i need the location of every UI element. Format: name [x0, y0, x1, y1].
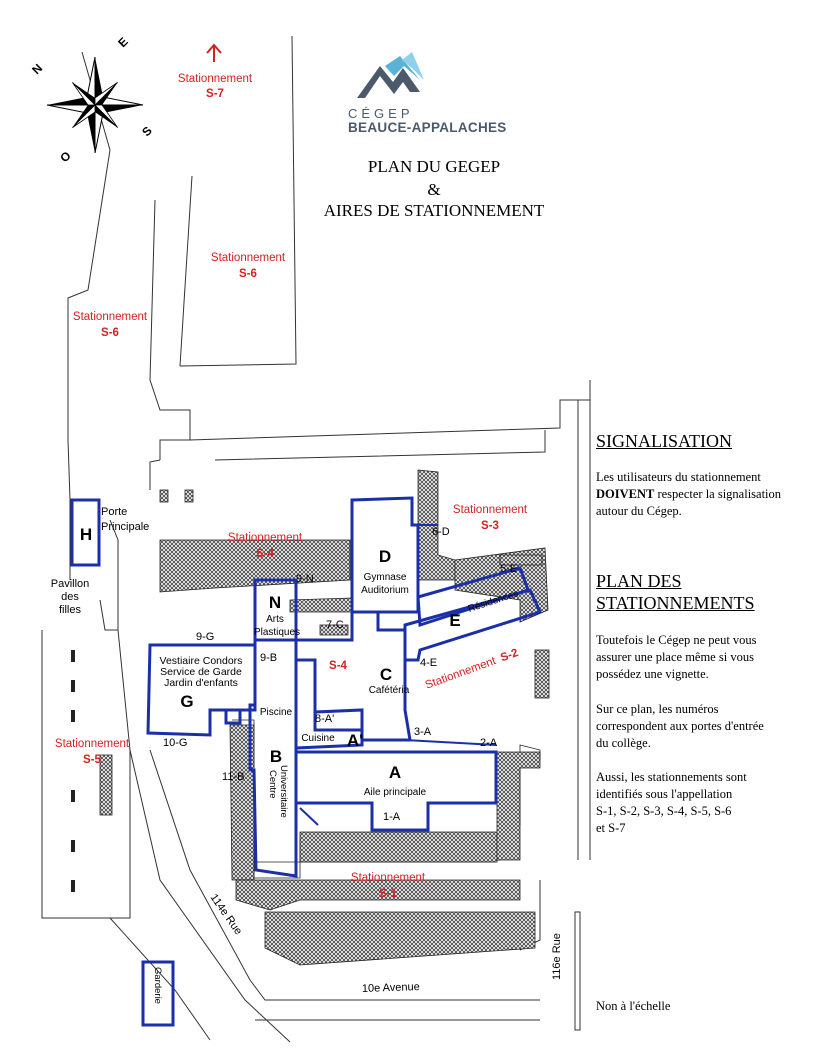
pavillon-label-2: des	[61, 591, 79, 603]
signalisation-doivent: DOIVENT	[596, 487, 655, 501]
parking-s1-name: Stationnement	[351, 872, 426, 884]
parking-s6b-code: S-6	[101, 327, 119, 339]
door-11b: 11-B	[222, 771, 244, 783]
signalisation-text: Les utilisateurs du stationnement DOIVEN…	[596, 469, 792, 520]
building-b-label: B	[270, 747, 282, 766]
corridors	[299, 524, 497, 826]
door-9n: 9-N	[296, 573, 314, 585]
compass-o: O	[57, 149, 74, 166]
building-a-label: A	[389, 763, 401, 782]
door-7c: 7-C	[326, 619, 344, 631]
door-5e: 5-E	[500, 563, 517, 575]
building-b	[248, 638, 298, 878]
parking-s6b-name: Stationnement	[73, 311, 148, 323]
door-6d: 6-D	[432, 526, 450, 538]
door-2a: 2-A	[480, 737, 498, 749]
plan-p3: Aussi, les stationnements sont identifié…	[596, 770, 747, 801]
parking-s4-name: Stationnement	[228, 532, 303, 544]
building-c-label: C	[380, 665, 392, 684]
compass-s: S	[139, 124, 155, 140]
parking-s5-code: S-5	[83, 754, 102, 766]
scale-note: Non à l'échelle	[596, 999, 671, 1013]
building-b-vert2: Universitaire	[278, 765, 289, 818]
compass-n: N	[29, 61, 45, 77]
plan-p1: Toutefois le Cégep ne peut vous assurer …	[596, 633, 757, 681]
signalisation-text-a: Les utilisateurs du stationnement	[596, 470, 761, 484]
door-labels: 6-D 7-C 9-N 9-G 9-B 5-E 4-E 8-A' 3-A 2-A…	[163, 526, 517, 823]
building-aprime-desc: Cuisine	[301, 733, 335, 744]
building-g-desc1: Vestiaire Condors	[160, 655, 243, 667]
parking-s3-code: S-3	[481, 520, 499, 532]
building-garderie	[141, 960, 175, 1027]
building-g-label: G	[180, 692, 193, 711]
buildings	[70, 496, 543, 1027]
plan-title-1: PLAN DES	[596, 571, 682, 591]
building-n-desc2: Plastiques	[254, 627, 300, 638]
map-title-line-2: &	[427, 180, 441, 199]
building-g-sq	[224, 708, 242, 725]
pavillon-label-3: filles	[59, 604, 82, 616]
s5-markers	[71, 650, 75, 892]
building-garderie-label: Garderie	[152, 967, 163, 1004]
parking-s4-inner: S-4	[329, 660, 348, 672]
building-g-desc2: Service de Garde	[160, 666, 242, 678]
building-d-desc2: Auditorium	[361, 585, 409, 596]
hatched-lots	[99, 469, 550, 966]
building-b-vert1: Centre	[267, 770, 278, 799]
porte-label-2: Principale	[101, 521, 149, 533]
building-aprime-label: A'	[347, 731, 363, 750]
building-h-label: H	[80, 525, 92, 544]
door-10g: 10-G	[163, 737, 187, 749]
pavillon-label-1: Pavillon	[51, 578, 90, 590]
building-b-piscine: Piscine	[260, 707, 293, 718]
building-h	[70, 498, 101, 567]
compass-rose-icon: N E S O	[29, 35, 155, 166]
parking-s7-name: Stationnement	[178, 73, 253, 85]
logo-line-2: BEAUCE-APPALACHES	[348, 120, 507, 135]
other-labels: Porte Principale Pavillon des filles	[51, 506, 150, 616]
building-b-vertical: Centre Universitaire Garderie	[152, 765, 289, 1004]
map-title-line-1: PLAN DU GEGEP	[367, 157, 501, 176]
logo-line-1: CÉGEP	[348, 106, 414, 121]
door-3a: 3-A	[414, 726, 432, 738]
parking-s7-code: S-7	[206, 88, 224, 100]
street-10e-avenue: 10e Avenue	[362, 981, 420, 995]
parking-s4-code: S-4	[256, 548, 275, 560]
plan-p3b: S-1, S-2, S-3, S-4, S-5, S-6	[596, 804, 732, 818]
plan-p2: Sur ce plan, les numéros correspondent a…	[596, 702, 764, 750]
road-lines	[41, 35, 591, 1043]
door-9g: 9-G	[196, 631, 214, 643]
door-8a: 8-A'	[315, 713, 334, 725]
plan-p3c: et S-7	[596, 821, 626, 835]
building-n-label: N	[269, 593, 281, 612]
cegep-logo-icon	[357, 52, 424, 98]
signalisation-title: SIGNALISATION	[596, 431, 732, 451]
building-d-desc1: Gymnase	[364, 572, 407, 583]
door-9b: 9-B	[260, 652, 277, 664]
plan-title-2: STATIONNEMENTS	[596, 593, 755, 613]
street-116e: 116e Rue	[551, 933, 563, 980]
north-arrow-icon	[206, 43, 222, 62]
parking-s3-name: Stationnement	[453, 504, 528, 516]
map-title-line-3: AIRES DE STATIONNEMENT	[323, 201, 545, 220]
door-1a: 1-A	[383, 811, 401, 823]
building-d-label: D	[379, 547, 391, 566]
door-4e: 4-E	[420, 657, 437, 669]
parking-s1-code: S-1	[379, 888, 398, 900]
compass-e: E	[115, 35, 131, 51]
parking-s2-code: S-2	[499, 647, 520, 664]
building-n-desc1: Arts	[266, 614, 284, 625]
building-a-desc: Aile principale	[364, 787, 427, 798]
building-g-desc3: Jardin d'enfants	[164, 677, 238, 689]
building-c	[294, 610, 412, 742]
signalisation-text-c: respecter la signalisation autour du Cég…	[596, 487, 782, 518]
parking-s5-name: Stationnement	[55, 738, 130, 750]
building-c-desc: Cafétéria	[369, 685, 410, 696]
porte-label-1: Porte	[101, 506, 127, 518]
building-a	[294, 750, 498, 832]
building-e-label: E	[449, 611, 460, 630]
parking-s6a-code: S-6	[239, 268, 257, 280]
parking-s6a-name: Stationnement	[211, 252, 286, 264]
